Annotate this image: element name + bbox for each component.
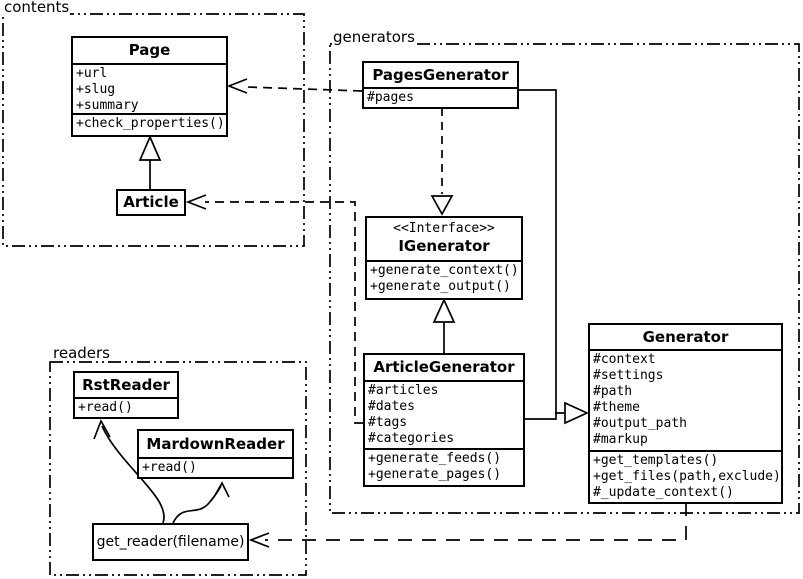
class-markdownreader-name: MardownReader [146,434,285,453]
edge-pagesgenerator-depends-page [226,78,363,94]
attribute: #path [593,384,633,399]
class-pagesgenerator-attributes: #pages [364,87,517,107]
class-articlegenerator-methods: +generate_feeds() +generate_pages() [365,448,523,485]
package-contents-label: contents [3,0,71,16]
class-page-name: Page [128,41,171,60]
method: +read() [78,400,133,415]
package-generators-label: generators [332,28,416,46]
method: +get_templates() [593,453,719,468]
class-articlegenerator-name: ArticleGenerator [373,358,515,377]
class-rstreader-methods: +read() [75,397,177,417]
method: +generate_pages() [368,467,502,482]
class-rstreader-name: RstReader [82,375,170,394]
method: +check_properties() [76,116,225,131]
attribute: +summary [76,98,139,113]
edge-generator-depends-getreader [248,502,687,548]
attribute: #markup [593,432,648,447]
attribute: #categories [368,431,455,446]
class-page-attributes: +url +slug +summary [73,63,226,113]
attribute: #dates [368,399,415,414]
edge-pagesgenerator-extends-generator [519,89,565,414]
class-igenerator-header: <<Interface>> IGenerator [367,218,521,260]
method: +get_files(path,exclude) [593,469,781,484]
class-articlegenerator: ArticleGenerator #articles #dates #tags … [363,353,525,487]
attribute: +url [76,66,108,81]
edge-articlegenerator-extends-igenerator [432,297,456,353]
class-igenerator-name: IGenerator [398,237,490,255]
class-generator-methods: +get_templates() +get_files(path,exclude… [590,450,781,502]
get-reader-label: get_reader(filename) [96,534,245,550]
class-igenerator-stereotype: <<Interface>> [393,221,495,236]
get-reader-box: get_reader(filename) [92,523,249,561]
attribute: #articles [368,383,439,398]
method: +generate_feeds() [368,451,502,466]
method: +generate_output() [370,279,511,294]
edge-getreader-to-markdownreader [172,481,230,524]
package-readers-border [49,361,307,576]
class-page: Page +url +slug +summary +check_properti… [71,36,228,137]
class-igenerator: <<Interface>> IGenerator +generate_conte… [365,216,523,300]
class-rstreader: RstReader +read() [73,371,179,419]
class-igenerator-methods: +generate_context() +generate_output() [367,260,521,298]
class-article-name: Article [123,193,179,212]
edge-getreader-to-rstreader [93,419,165,524]
edge-pagesgenerator-implements-igenerator [430,108,454,216]
method: +generate_context() [370,263,519,278]
class-generator-attributes: #context #settings #path #theme #output_… [590,349,781,450]
class-page-methods: +check_properties() [73,113,226,135]
class-markdownreader: MardownReader +read() [137,429,294,479]
edge-article-extends-page [138,134,162,189]
method: +read() [142,460,197,475]
attribute: #context [593,352,656,367]
class-articlegenerator-attributes: #articles #dates #tags #categories [365,380,523,448]
class-generator: Generator #context #settings #path #them… [588,323,783,504]
attribute: #tags [368,415,408,430]
class-markdownreader-methods: +read() [139,457,292,477]
package-readers-label: readers [52,344,111,362]
package-contents-border [2,13,305,247]
attribute: #theme [593,400,640,415]
class-pagesgenerator: PagesGenerator #pages [362,61,519,109]
class-pagesgenerator-name: PagesGenerator [372,65,509,84]
attribute: #pages [367,90,414,105]
attribute: +slug [76,82,116,97]
class-generator-name: Generator [642,327,729,346]
method: #_update_context() [593,485,734,500]
attribute: #output_path [593,416,687,431]
edge-articlegenerator-extends-generator [525,401,590,425]
attribute: #settings [593,368,664,383]
class-article: Article [116,189,186,216]
edge-articlegenerator-depends-article [185,194,363,424]
package-generators-border [329,43,800,514]
